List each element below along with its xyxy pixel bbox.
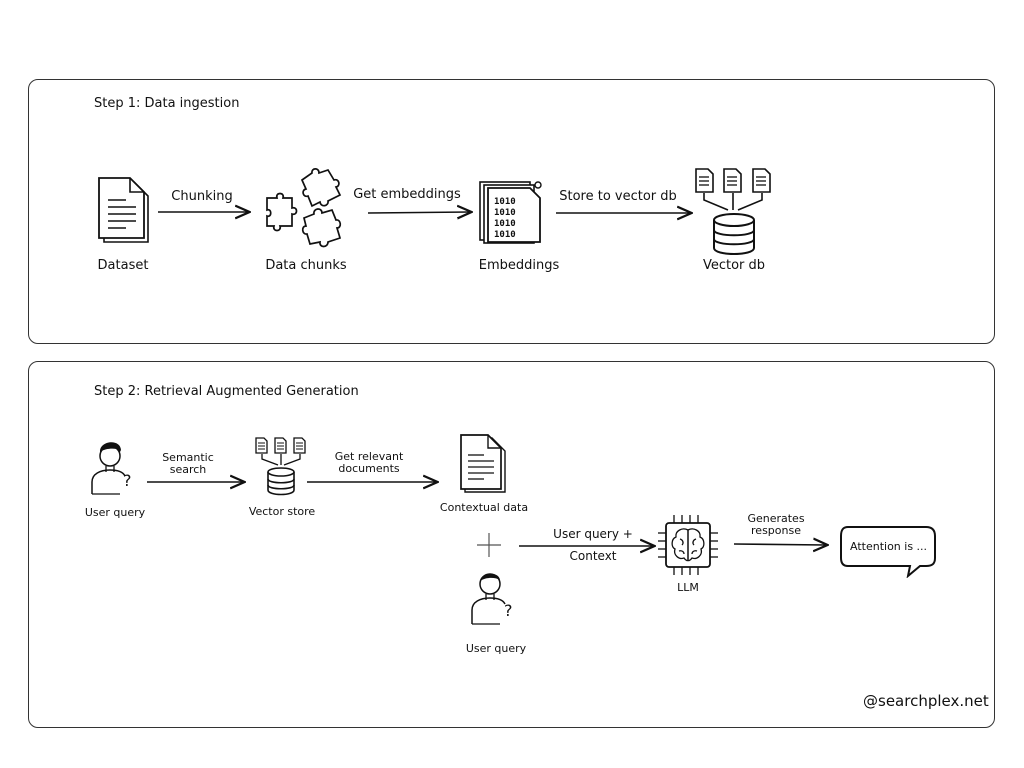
user-question-icon: ? <box>91 442 132 495</box>
svg-text:1010: 1010 <box>494 230 516 240</box>
response-text: Attention is ... <box>850 540 928 553</box>
chunking-label: Chunking <box>171 189 233 204</box>
svg-text:1010: 1010 <box>494 219 516 229</box>
arrow-generates <box>733 544 826 545</box>
get-embeddings-label: Get embeddings <box>353 187 461 202</box>
contextual-document-icon <box>460 434 506 493</box>
svg-text:?: ? <box>123 471 132 490</box>
svg-text:1010: 1010 <box>494 197 516 207</box>
uq-context-label-1: User query + <box>553 527 633 541</box>
step1-title: Step 1: Data ingestion <box>94 96 240 111</box>
relevant-label-2: documents <box>338 462 400 475</box>
embeddings-label: Embeddings <box>478 258 560 273</box>
vector-store-icon <box>255 437 306 496</box>
vector-store-label: Vector store <box>248 505 316 518</box>
plus-icon <box>477 533 501 557</box>
relevant-label-1: Get relevant <box>334 450 404 463</box>
store-vector-db-label: Store to vector db <box>559 189 677 204</box>
step2-panel <box>28 361 995 728</box>
llm-label: LLM <box>677 581 699 594</box>
document-icon <box>98 177 149 243</box>
user-question-icon-2: ? <box>471 573 513 625</box>
user-query-label-1: User query <box>84 506 146 519</box>
speech-bubble-icon <box>840 526 936 578</box>
data-chunks-label: Data chunks <box>265 258 347 273</box>
svg-text:?: ? <box>504 601 513 620</box>
generates-label-1: Generates <box>747 512 805 525</box>
database-icon <box>695 168 771 255</box>
semantic-label-2: search <box>169 463 207 476</box>
svg-text:1010: 1010 <box>494 208 516 218</box>
user-query-label-2: User query <box>465 642 527 655</box>
llm-chip-icon <box>658 515 718 575</box>
generates-label-2: response <box>751 524 801 537</box>
vector-db-label: Vector db <box>702 258 766 273</box>
arrow-embeddings <box>367 212 470 213</box>
contextual-data-label: Contextual data <box>439 501 529 514</box>
binary-doc-icon: 1010 1010 1010 1010 <box>479 181 542 244</box>
semantic-label-1: Semantic <box>162 451 214 464</box>
step1-panel <box>28 79 995 344</box>
uq-context-label-2: Context <box>569 549 617 563</box>
brand-handle: @searchplex.net <box>863 692 989 710</box>
dataset-label: Dataset <box>97 258 149 273</box>
puzzle-icon <box>266 168 342 248</box>
step2-title: Step 2: Retrieval Augmented Generation <box>94 384 359 399</box>
